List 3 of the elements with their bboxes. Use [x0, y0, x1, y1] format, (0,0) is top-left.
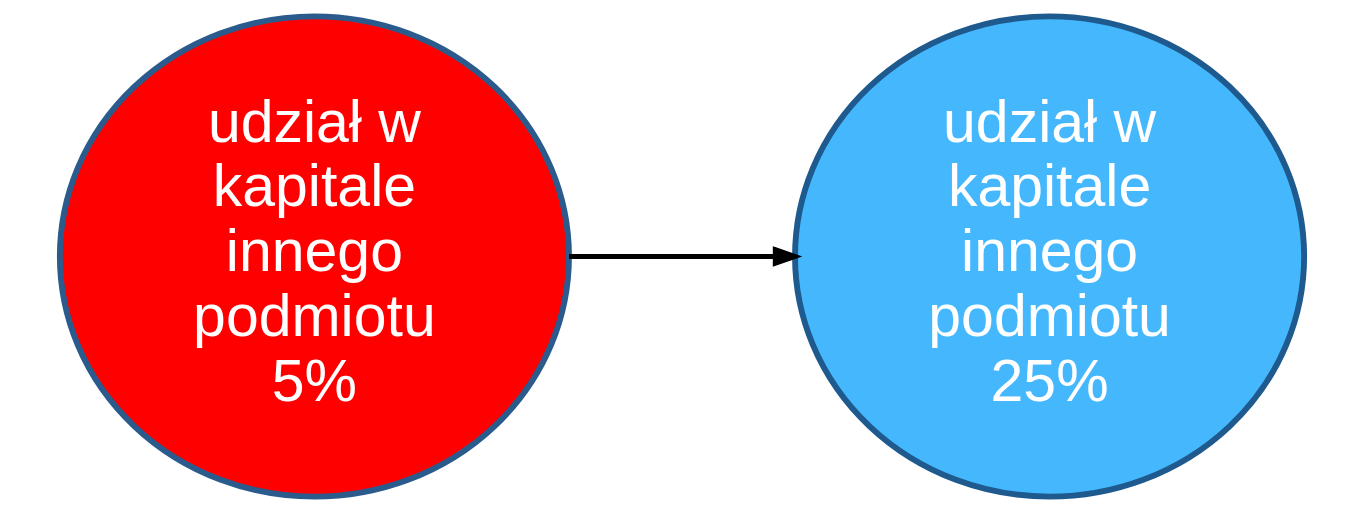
node-circle: udział w kapitale innego podmiotu 25% — [792, 13, 1308, 500]
arrow — [569, 246, 803, 267]
node-circle: udział w kapitale innego podmiotu 5% — [56, 13, 572, 500]
